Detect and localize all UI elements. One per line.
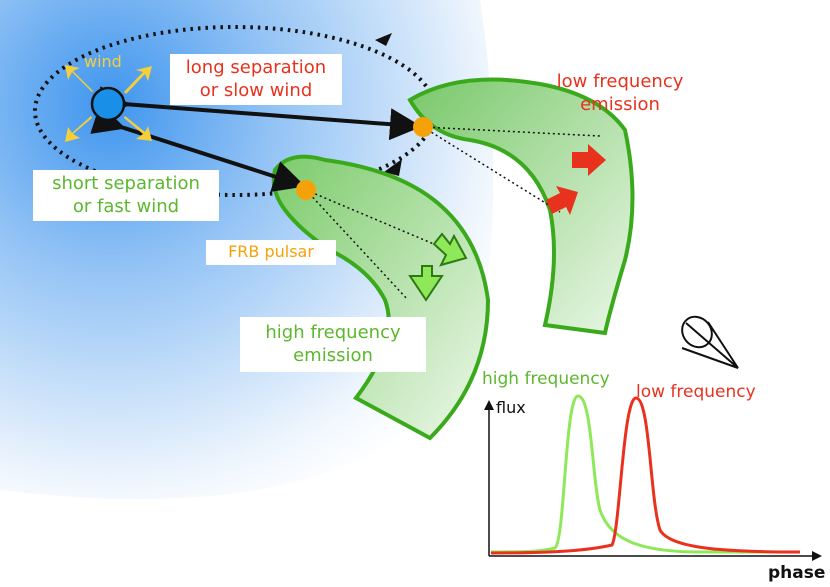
inset-chart [484, 394, 822, 561]
short-separation-label: short separation or fast wind [33, 170, 219, 221]
frb-pulsar-label: FRB pulsar [206, 240, 336, 265]
long-separation-line1: long separation [185, 57, 327, 78]
long-separation-label: long separation or slow wind [170, 54, 342, 105]
low-emission-line2: emission [580, 94, 660, 116]
inset-y-axis-label: flux [496, 398, 526, 417]
orbit-arrow-top [375, 33, 392, 46]
high-frequency-curve [490, 394, 800, 554]
high-emission-line2: emission [293, 345, 373, 367]
high-beam-lines [305, 189, 449, 301]
pulsar-icon [413, 117, 433, 137]
wind-label: wind [84, 52, 122, 71]
eye-icon [681, 315, 739, 369]
high-emission-line1: high frequency [265, 322, 401, 343]
inset-low-frequency-label: low frequency [636, 382, 756, 402]
low-frequency-emission-region [407, 77, 635, 336]
star-icon [90, 86, 126, 122]
long-separation-line2: or slow wind [199, 80, 313, 102]
low-frequency-emission-label: low frequency emission [545, 70, 695, 117]
low-beam-lines [422, 126, 601, 213]
red-arrow-icon [546, 144, 606, 215]
high-frequency-emission-label: high frequency emission [240, 317, 426, 372]
short-separation-line1: short separation [52, 173, 200, 194]
inset-x-axis-label: phase [768, 563, 826, 583]
green-arrow-icon [408, 232, 468, 302]
wind-arrow-icon [65, 65, 152, 142]
high-frequency-emission-region [271, 154, 491, 441]
orbit-arrow-right [384, 159, 402, 176]
low-frequency-curve [490, 396, 801, 555]
low-emission-line1: low frequency [556, 71, 684, 92]
inset-high-frequency-label: high frequency [482, 369, 610, 389]
pulsar-icon [296, 180, 316, 200]
short-separation-line2: or fast wind [72, 196, 180, 218]
